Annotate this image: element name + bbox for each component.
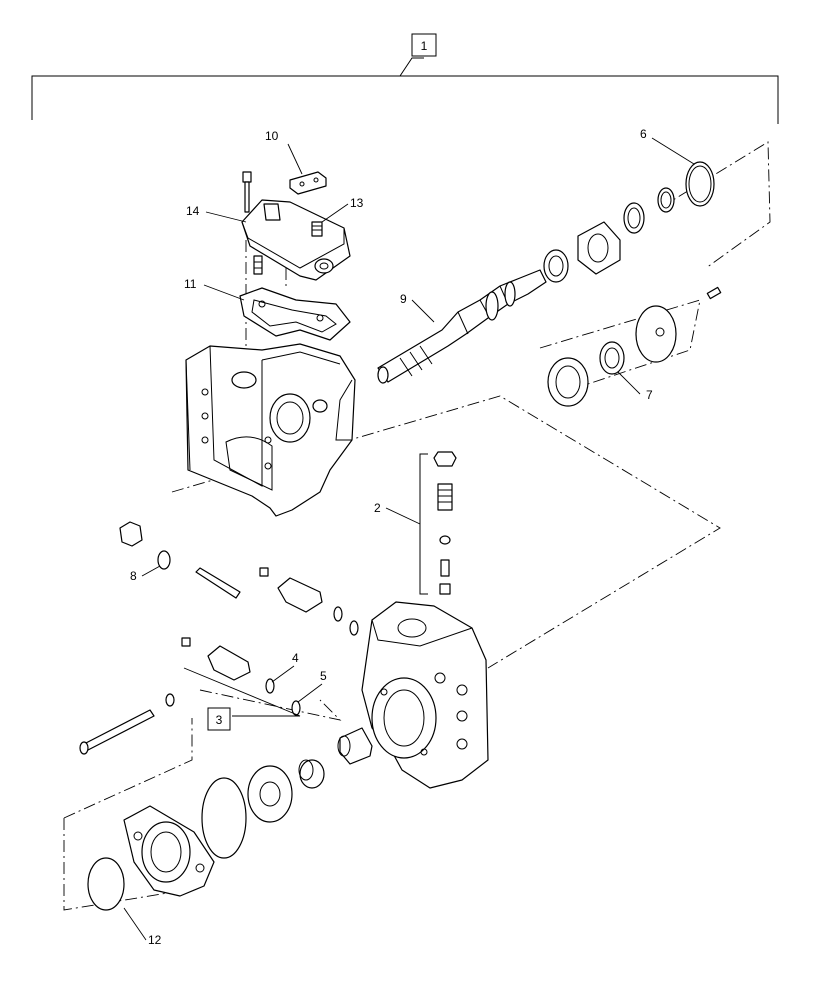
pump-housing bbox=[185, 343, 356, 517]
control-cover bbox=[241, 199, 351, 281]
adjust-screw bbox=[311, 221, 323, 237]
o-rings-small bbox=[265, 606, 359, 716]
adjuster-block bbox=[289, 171, 327, 195]
large-o-ring bbox=[201, 777, 247, 859]
callout-3: 3 bbox=[216, 713, 223, 727]
assembly-bracket: 1 bbox=[31, 33, 779, 124]
centerlines bbox=[63, 141, 771, 911]
long-bolt bbox=[79, 693, 175, 755]
plug-nut bbox=[119, 521, 143, 547]
snap-ring-8 bbox=[157, 550, 171, 570]
callout-7: 7 bbox=[646, 388, 653, 402]
cartridge-valve-lower bbox=[181, 637, 251, 681]
callout-9: 9 bbox=[400, 292, 407, 306]
callout-6: 6 bbox=[640, 127, 647, 141]
end-cover bbox=[123, 805, 215, 897]
callout-11: 11 bbox=[184, 277, 197, 291]
valve-stack bbox=[419, 451, 457, 595]
callout-labels: 10 14 13 11 6 9 7 2 8 4 5 3 bbox=[123, 127, 695, 947]
thrust-plate bbox=[247, 765, 293, 823]
callout-8: 8 bbox=[130, 569, 137, 583]
callout-4: 4 bbox=[292, 651, 299, 665]
drive-shaft bbox=[377, 269, 547, 384]
valve-body bbox=[361, 601, 489, 789]
callout-10: 10 bbox=[265, 129, 279, 143]
cover-bolt bbox=[242, 171, 252, 213]
rear-seal-parts bbox=[547, 286, 722, 407]
callout-5: 5 bbox=[320, 669, 327, 683]
callout-1: 1 bbox=[421, 39, 428, 53]
cartridge-valve-upper bbox=[259, 567, 323, 613]
callout-14: 14 bbox=[186, 204, 200, 218]
sleeve bbox=[298, 759, 325, 789]
callout-13: 13 bbox=[350, 196, 364, 210]
callout-2: 2 bbox=[374, 501, 381, 515]
bearing-parts bbox=[543, 161, 715, 283]
o-ring-12 bbox=[87, 857, 125, 911]
callout-12: 12 bbox=[148, 933, 162, 947]
gasket bbox=[239, 287, 351, 341]
spool-pin bbox=[195, 567, 241, 599]
bushing bbox=[337, 727, 373, 765]
cover-plug bbox=[253, 255, 263, 275]
